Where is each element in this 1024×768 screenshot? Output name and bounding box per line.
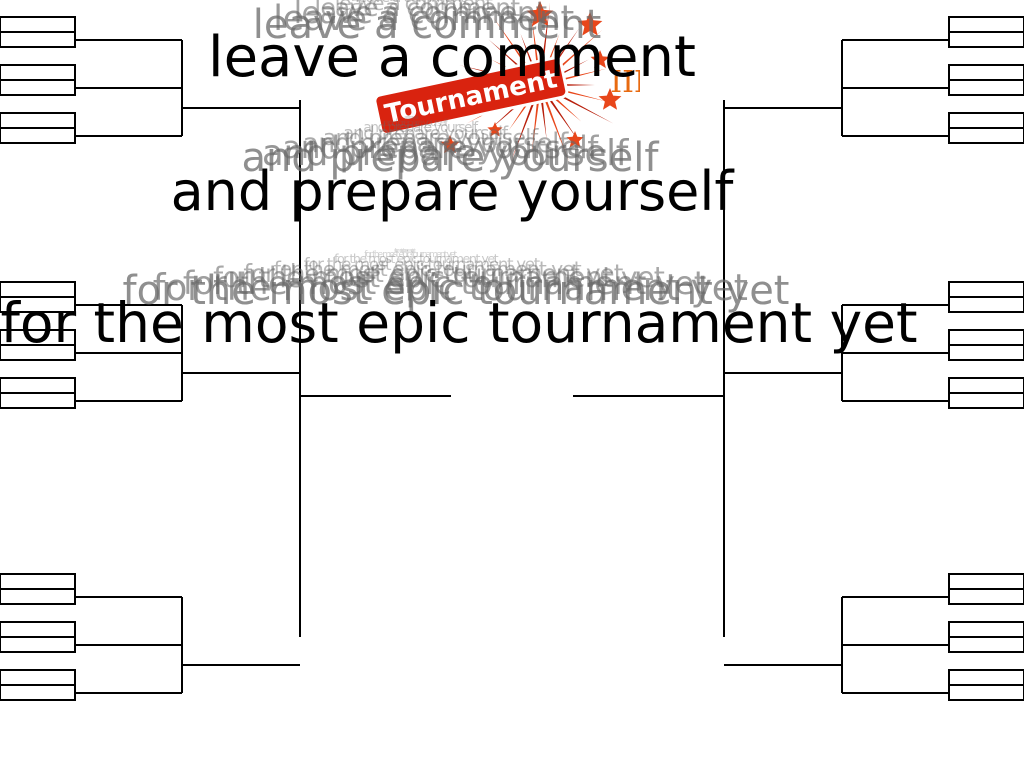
bracket-left-side xyxy=(0,16,301,701)
burst-ray xyxy=(540,94,547,140)
star-icon xyxy=(577,12,603,36)
star-icon xyxy=(590,50,610,69)
burst-ray xyxy=(510,93,538,163)
caption-line1: leave a comment xyxy=(208,25,696,90)
burst-ray xyxy=(531,94,540,154)
burst-ray xyxy=(542,93,570,163)
caption-line2: and prepare yourself xyxy=(170,160,734,223)
star-icon xyxy=(598,88,622,110)
burst-ray xyxy=(544,92,580,142)
burst-ray xyxy=(540,2,551,76)
starburst-icon: Tournament III xyxy=(373,1,646,163)
logo-mark: III xyxy=(610,65,640,100)
star-icon xyxy=(566,131,584,148)
tournament-logo: Tournament III xyxy=(360,0,646,165)
bracket-right-side xyxy=(723,16,1024,701)
burst-ray xyxy=(492,16,536,78)
caption-line3: for the most epic tournament yet xyxy=(0,291,918,355)
star-icon xyxy=(440,135,460,154)
star-icon xyxy=(526,1,554,27)
star-icon xyxy=(487,122,503,137)
